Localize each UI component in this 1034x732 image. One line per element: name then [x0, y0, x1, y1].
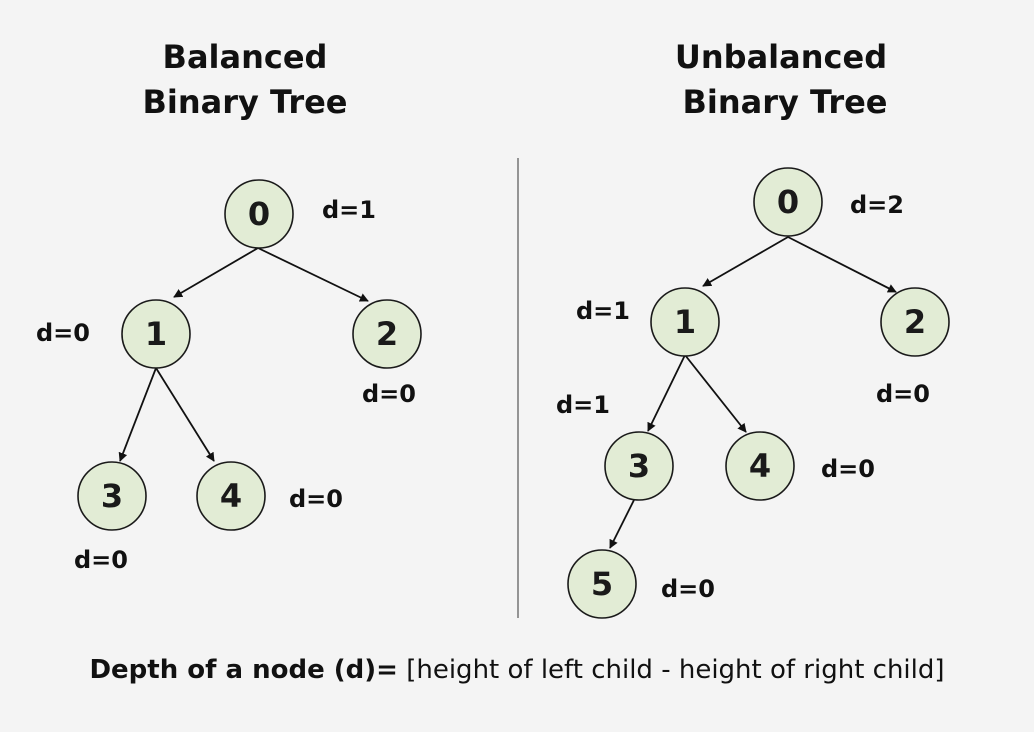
node-value: 1 — [674, 303, 696, 341]
balanced-depth-node-3: d=0 — [74, 546, 128, 574]
node-value: 0 — [248, 195, 270, 233]
balanced-edge-0-1 — [173, 247, 259, 298]
balanced-node-1: 1 — [121, 299, 191, 369]
balanced-edge-1-3 — [118, 367, 157, 462]
balanced-edge-0-2 — [257, 247, 369, 302]
unbalanced-depth-node-2: d=0 — [876, 380, 930, 408]
unbalanced-edge-1-4 — [684, 354, 747, 433]
unbalanced-depth-node-3: d=1 — [556, 391, 610, 419]
balanced-node-4: 4 — [196, 461, 266, 531]
depth-formula: Depth of a node (d)= [height of left chi… — [0, 655, 1034, 685]
unbalanced-edge-0-1 — [702, 236, 789, 287]
unbalanced-depth-node-1: d=1 — [576, 297, 630, 325]
node-value: 3 — [101, 477, 123, 515]
node-value: 5 — [591, 565, 613, 603]
unbalanced-edge-3-5 — [609, 499, 635, 549]
unbalanced-edge-1-3 — [647, 354, 686, 432]
balanced-tree-title-line1: Balanced — [163, 38, 328, 76]
unbalanced-depth-node-5: d=0 — [661, 575, 715, 603]
unbalanced-node-1: 1 — [650, 287, 720, 357]
balanced-node-3: 3 — [77, 461, 147, 531]
balanced-depth-node-2: d=0 — [362, 380, 416, 408]
node-value: 4 — [220, 477, 242, 515]
node-value: 3 — [628, 447, 650, 485]
balanced-depth-node-1: d=0 — [36, 319, 90, 347]
unbalanced-tree-title-line2: Binary Tree — [682, 83, 887, 121]
unbalanced-node-5: 5 — [567, 549, 637, 619]
formula-label: Depth of a node (d)= — [89, 655, 398, 685]
balanced-depth-node-0: d=1 — [322, 196, 376, 224]
unbalanced-node-3: 3 — [604, 431, 674, 501]
node-value: 0 — [777, 183, 799, 221]
unbalanced-node-2: 2 — [880, 287, 950, 357]
unbalanced-depth-node-0: d=2 — [850, 191, 904, 219]
balanced-node-2: 2 — [352, 299, 422, 369]
formula-expression: [height of left child - height of right … — [406, 655, 945, 685]
node-value: 4 — [749, 447, 771, 485]
unbalanced-depth-node-4: d=0 — [821, 455, 875, 483]
unbalanced-tree-title-line1: Unbalanced — [675, 38, 887, 76]
unbalanced-node-0: 0 — [753, 167, 823, 237]
unbalanced-node-4: 4 — [725, 431, 795, 501]
node-value: 1 — [145, 315, 167, 353]
node-value: 2 — [376, 315, 398, 353]
balanced-tree-title-line2: Binary Tree — [142, 83, 347, 121]
balanced-depth-node-4: d=0 — [289, 485, 343, 513]
balanced-node-0: 0 — [224, 179, 294, 249]
unbalanced-edge-0-2 — [787, 236, 897, 293]
node-value: 2 — [904, 303, 926, 341]
balanced-edge-1-4 — [155, 367, 215, 462]
